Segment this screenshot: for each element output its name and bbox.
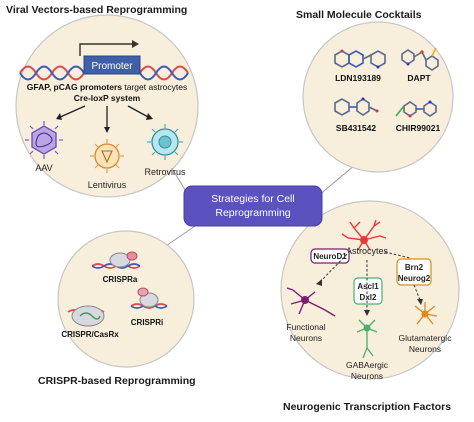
aav-label: AAV (35, 163, 52, 173)
chir99021-molecule-icon (395, 100, 437, 118)
center-title-line1: Strategies for Cell (211, 193, 294, 205)
functional-neuron-icon (286, 287, 336, 317)
crispr-casrx-complex-icon (67, 305, 105, 327)
connector-small-molecule (317, 164, 356, 197)
ldn193189-molecule-icon (334, 49, 386, 69)
crispr-casrx-label: CRISPR/CasRx (61, 330, 119, 339)
astrocytes-label: Astrocytes (346, 246, 389, 256)
crispr-section-title: CRISPR-based Reprogramming (38, 375, 196, 387)
crispri-label: CRISPRi (131, 318, 163, 327)
lentivirus-label: Lentivirus (88, 180, 127, 190)
sb431542-label: SB431542 (336, 123, 376, 133)
ascl1-label: Ascl1 (357, 282, 379, 291)
brn2-label: Brn2 (405, 263, 424, 272)
dapt-label: DAPT (407, 73, 431, 83)
small-molecule-circle (302, 21, 454, 173)
arrow-head-gaba (364, 310, 370, 316)
crispra-label: CRISPRa (103, 275, 138, 284)
neurogenic-section-title: Neurogenic Transcription Factors (283, 401, 452, 413)
functional-neurons-line1: Functional (286, 322, 325, 332)
glutamatergic-neurons-line2: Neurons (409, 344, 441, 354)
neurod1-badge (310, 248, 350, 264)
dapt-molecule-icon (401, 47, 439, 71)
retrovirus-label: Retrovirus (144, 167, 186, 177)
promoter-box (79, 40, 141, 75)
glutamatergic-neuron-icon (414, 302, 438, 325)
differentiation-arrows (319, 250, 421, 310)
neurod1-label: NeuroD1 (313, 252, 347, 261)
viral-arrows (57, 105, 151, 128)
viral-system-label: Cre-loxP system (74, 93, 141, 103)
dxl2-label: Dxl2 (360, 293, 377, 302)
aav-virus-icon (25, 121, 63, 159)
neurog2-label: Neurog2 (398, 274, 431, 283)
lentivirus-icon (90, 139, 124, 173)
small-molecule-section-title: Small Molecule Cocktails (296, 9, 422, 21)
arrow-head-glut (417, 299, 423, 305)
crispra-complex-icon (91, 251, 141, 269)
gabaergic-neuron-icon (356, 319, 378, 359)
gabaergic-neurons-line2: Neurons (351, 371, 383, 381)
center-title-line2: Reprogramming (215, 207, 290, 219)
viral-desc-bold: GFAP, pCAG promoters (27, 82, 123, 92)
crispri-complex-icon (130, 287, 168, 309)
center-strategies-box (183, 185, 323, 227)
astrocyte-cell-icon (341, 219, 387, 251)
chir99021-label: CHIR99021 (396, 123, 441, 133)
gabaergic-neurons-line1: GABAergic (346, 360, 389, 370)
ascl1-dlx2-badge (353, 277, 383, 305)
crispr-circle (57, 230, 195, 368)
viral-desc-rest: target astrocytes (122, 82, 187, 92)
arrow-head-functional (316, 279, 322, 286)
ldn193189-label: LDN193189 (335, 73, 381, 83)
sb431542-molecule-icon (334, 97, 379, 116)
retrovirus-icon (147, 124, 183, 160)
viral-section-title: Viral Vectors-based Reprogramming (6, 4, 188, 16)
functional-neurons-line2: Neurons (290, 333, 322, 343)
glutamatergic-neurons-line1: Glutamatergic (399, 333, 453, 343)
dna-helix-icon (19, 65, 189, 81)
viral-description: GFAP, pCAG promoters target astrocytes (27, 82, 187, 92)
promoter-label: Promoter (91, 61, 133, 72)
